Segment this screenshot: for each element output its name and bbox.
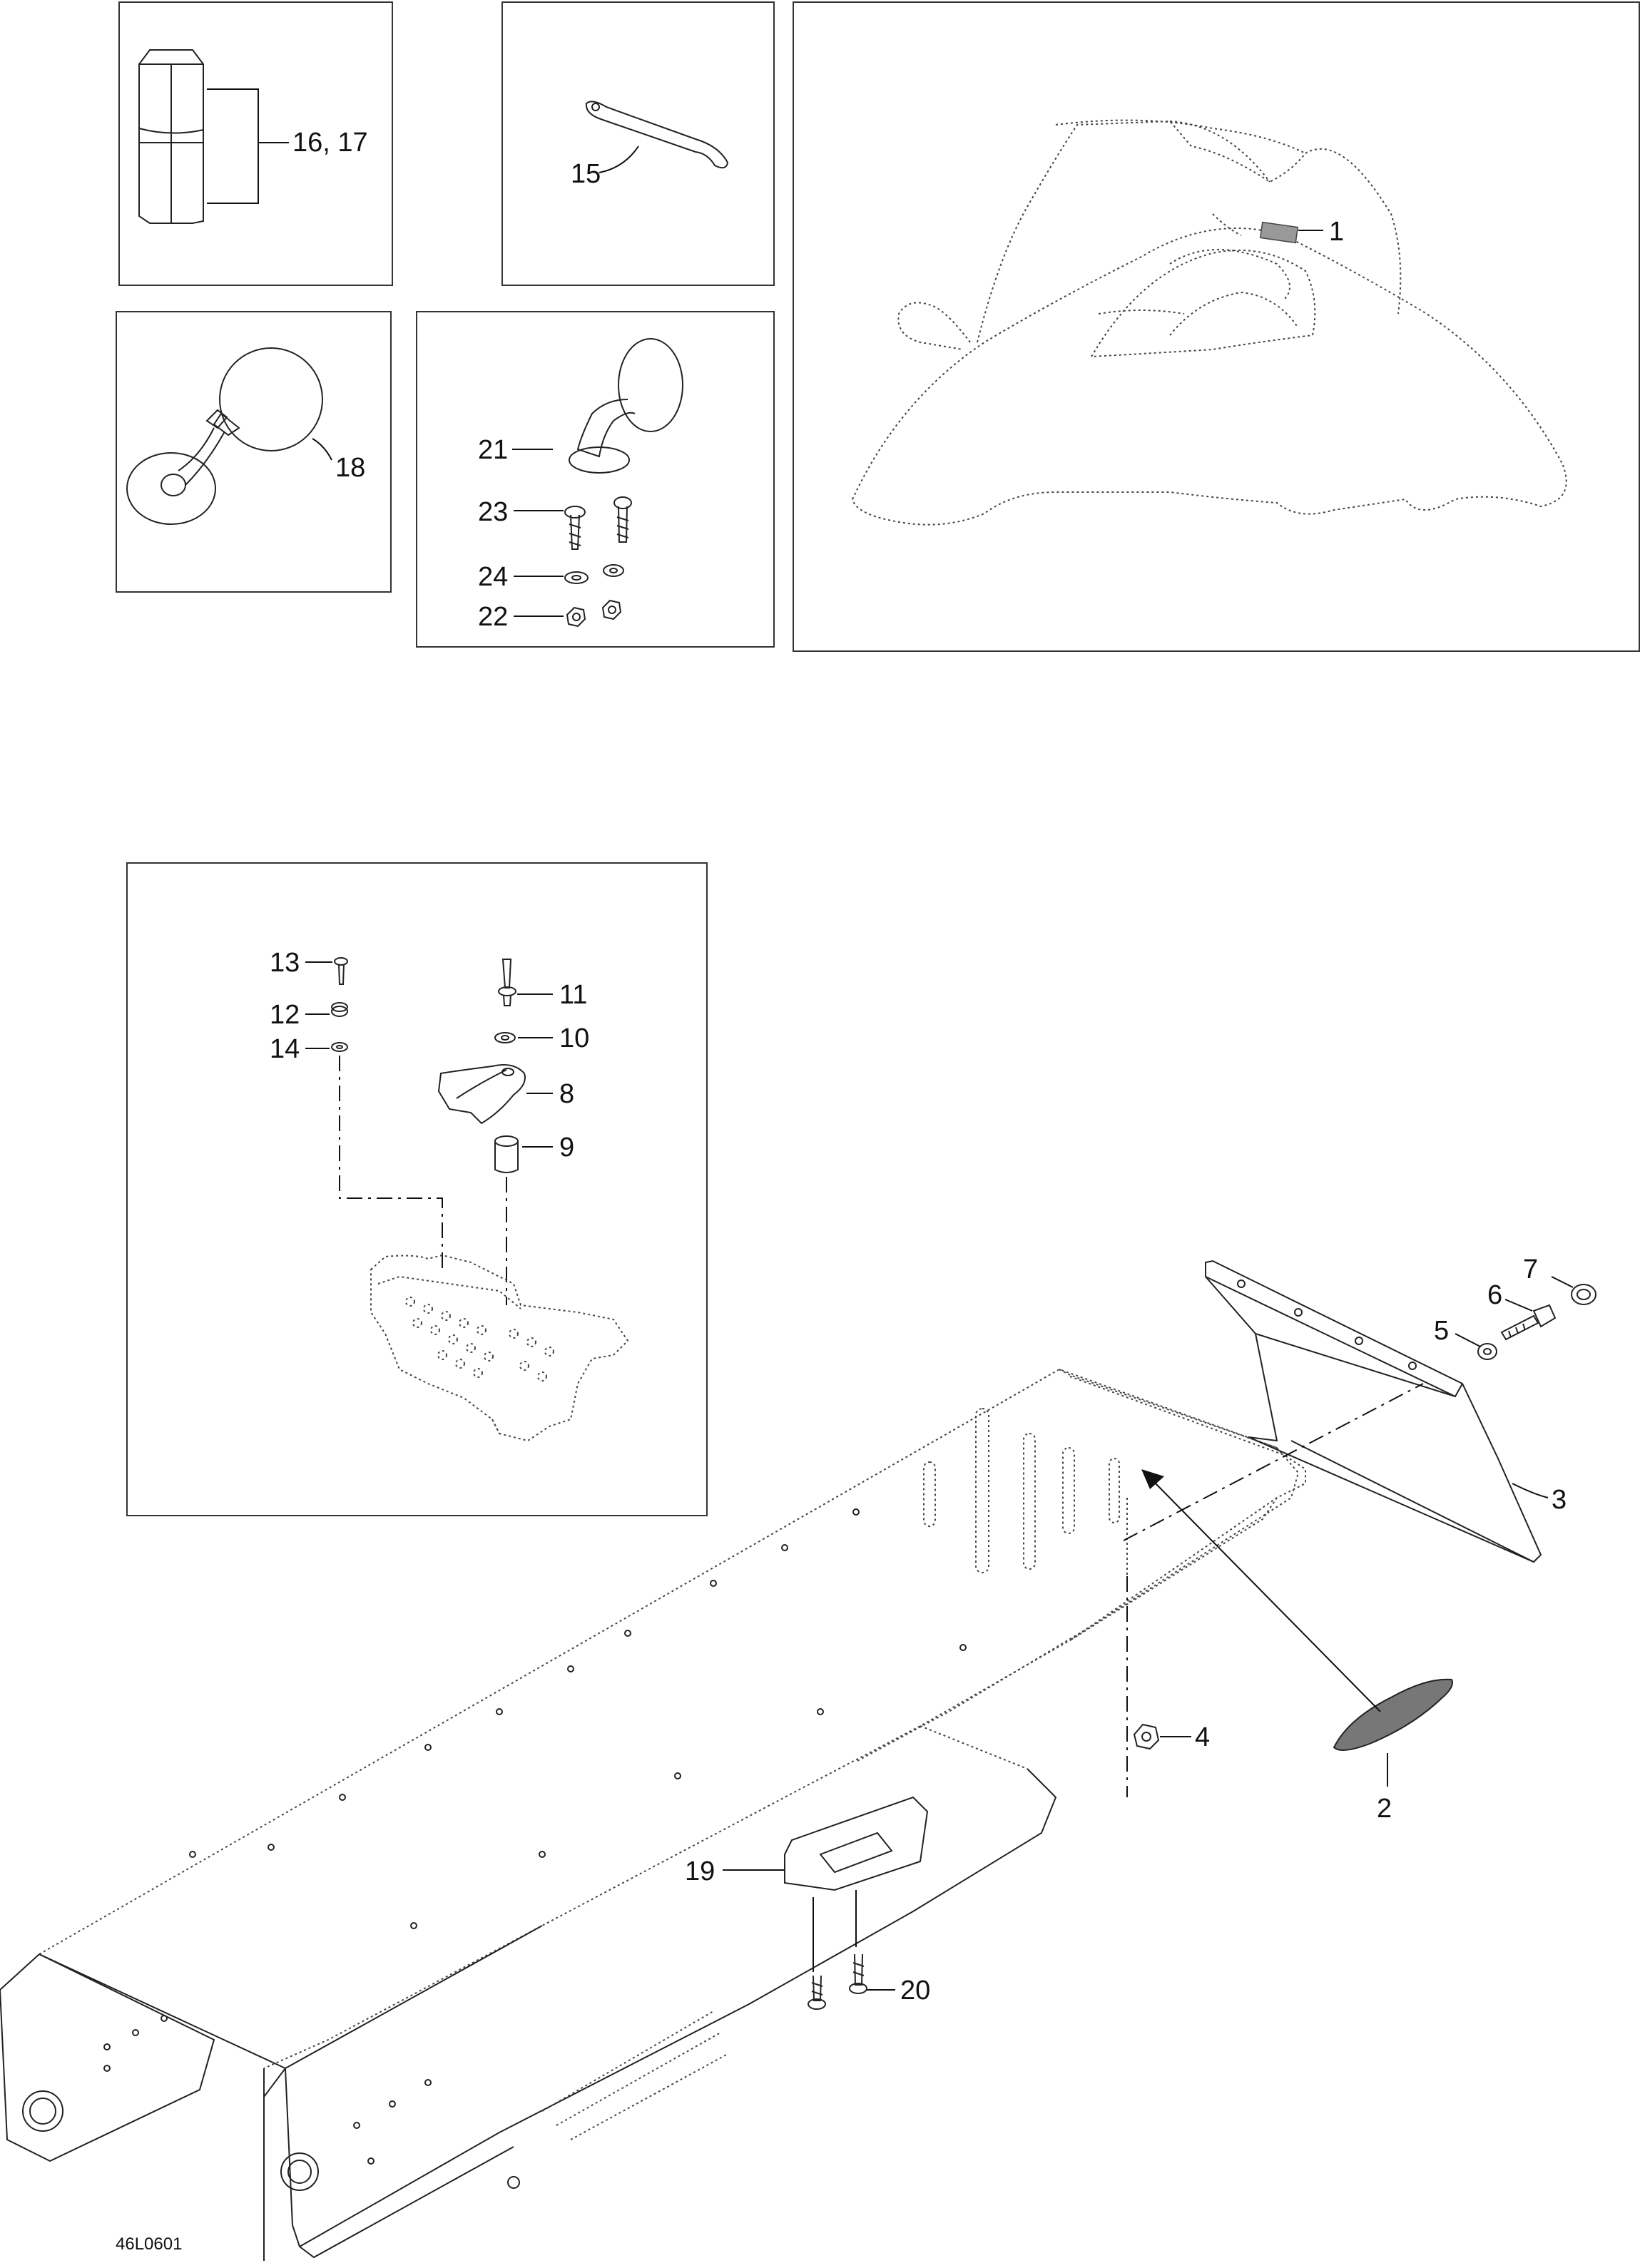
callout-10: 10 <box>559 1023 589 1053</box>
callout-1: 1 <box>1329 217 1344 247</box>
part-6-bolt <box>1500 1304 1557 1341</box>
part-22-nuts <box>566 599 622 628</box>
part-19-cover <box>784 1796 929 1891</box>
part-23-screws <box>564 496 632 550</box>
tunnel-holes <box>22 1508 967 2191</box>
callout-11: 11 <box>559 980 587 1010</box>
callout-24: 24 <box>478 562 508 592</box>
panel-footrest: 13 12 14 11 10 <box>126 862 708 1516</box>
callout-15: 15 <box>571 159 601 189</box>
part-2-reflector <box>1333 1678 1453 1751</box>
part-1-decal <box>1259 221 1299 244</box>
callout-9: 9 <box>559 1133 574 1163</box>
callout-23: 23 <box>478 497 508 527</box>
callout-6: 6 <box>1487 1280 1502 1310</box>
part-13-screw <box>334 957 348 985</box>
part-16-17-block <box>138 49 204 224</box>
part-5-washer <box>1477 1343 1497 1360</box>
panel-parts-16-17: 16, 17 <box>118 1 393 286</box>
part-12-spacer <box>331 1002 348 1017</box>
part-18-horn <box>126 347 323 525</box>
panel-mirror-hardware: 21 23 24 22 <box>416 311 775 648</box>
part-14-washer <box>331 1042 348 1052</box>
part-21-mirror <box>569 338 683 474</box>
callout-7: 7 <box>1523 1255 1538 1284</box>
part-10-nut <box>494 1032 516 1043</box>
footrest-holes <box>405 1297 554 1381</box>
tunnel-vent-holes <box>541 2011 728 2140</box>
panel-part-15: 15 <box>501 1 775 286</box>
callout-13: 13 <box>270 948 300 978</box>
callout-16-17: 16, 17 <box>292 128 368 158</box>
callout-4: 4 <box>1195 1722 1210 1752</box>
callout-2: 2 <box>1377 1794 1392 1824</box>
part-24-washers <box>564 564 624 584</box>
callout-3: 3 <box>1552 1485 1567 1515</box>
part-hood-outline <box>851 119 1567 526</box>
callout-20: 20 <box>900 1976 930 2006</box>
diagram-code: 46L0601 <box>116 2234 182 2254</box>
callout-8: 8 <box>559 1079 574 1109</box>
callout-14: 14 <box>270 1034 300 1064</box>
part-tunnel <box>0 1368 1306 2261</box>
part-4-nut <box>1133 1723 1160 1750</box>
part-7-nut <box>1571 1284 1596 1305</box>
part-20-screws <box>808 1953 867 2010</box>
part-8-bracket <box>437 1064 526 1125</box>
part-3-snowflap <box>1205 1260 1542 1563</box>
tunnel-slots <box>923 1408 1120 1573</box>
part-footrest-plate <box>370 1254 629 1442</box>
part-15-spanner <box>585 101 729 169</box>
callout-12: 12 <box>270 1000 300 1030</box>
panel-hood: 1 <box>793 1 1640 652</box>
callout-19: 19 <box>685 1856 715 1886</box>
callout-18: 18 <box>335 453 365 483</box>
part-9-bushing <box>494 1135 519 1173</box>
panel-part-18: 18 <box>116 311 392 593</box>
callout-21: 21 <box>478 435 508 465</box>
callout-22: 22 <box>478 602 508 632</box>
part-11-rivet <box>498 959 516 1006</box>
callout-5: 5 <box>1434 1316 1449 1346</box>
